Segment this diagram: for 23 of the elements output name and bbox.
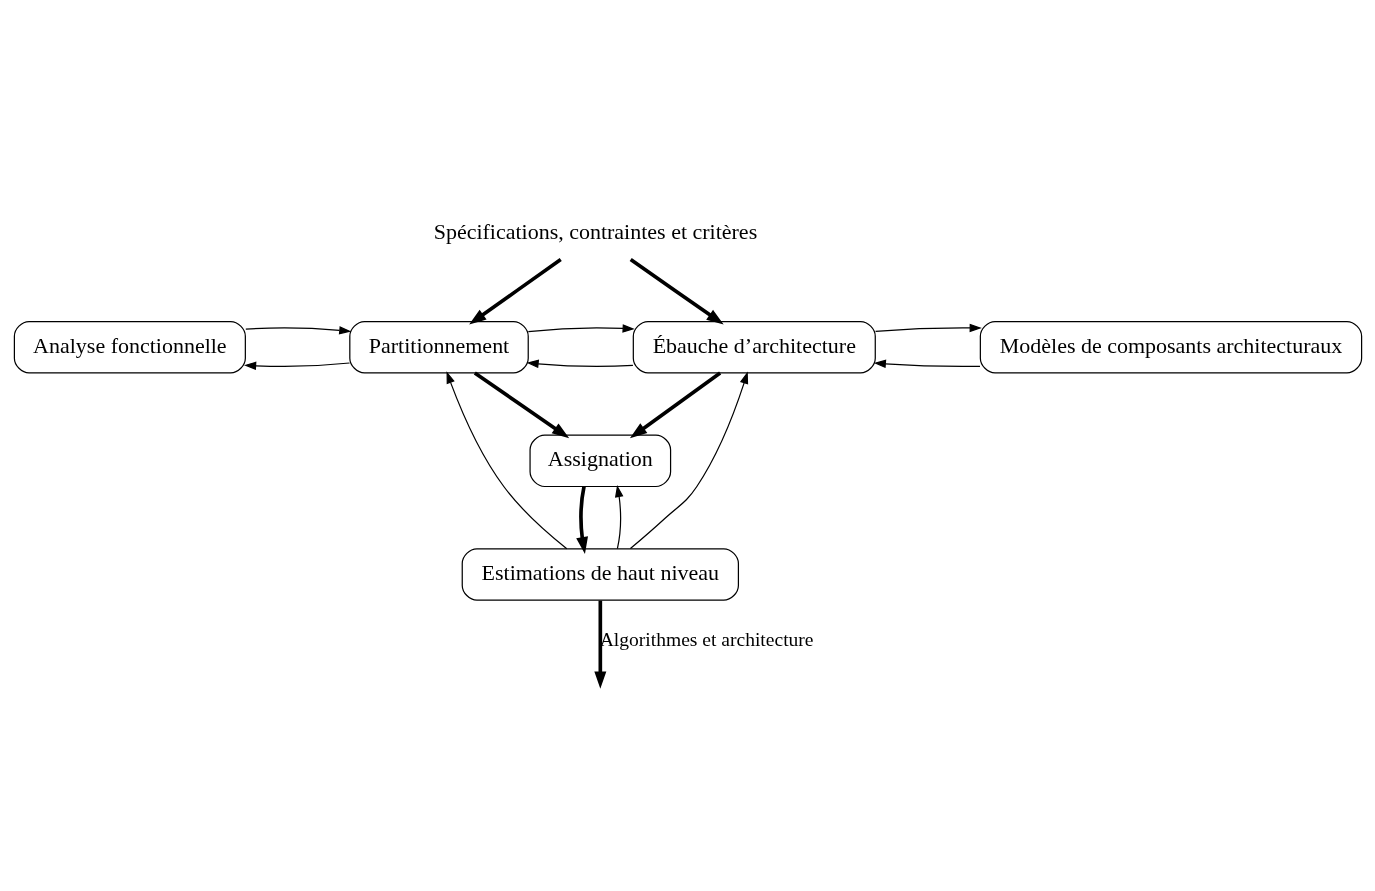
arrow [243,361,350,370]
arrow [525,359,633,368]
node-text: Spécifications, contraintes et critères [433,218,757,244]
arrow [468,257,562,325]
node-box: Estimations de haut niveau [461,547,739,601]
arrow [629,371,721,438]
arrow [629,371,748,549]
node-box: Analyse fonctionnelle [13,320,246,373]
arrow [614,484,623,549]
arrow [446,370,567,549]
node-box: Partitionnement [348,320,529,373]
node-box: Modèles de composants architecturaux [979,320,1362,373]
node-box: Assignation [528,434,671,487]
arrow [873,359,981,368]
arrow [874,323,982,332]
arrow [629,257,724,325]
arrow [575,485,588,554]
arrow [527,323,635,333]
arrow [473,371,569,438]
arrow [593,600,606,689]
arrow [244,325,351,335]
edge-label: Algorithmes et architecture [599,628,814,650]
node-box: Ébauche d’architecture [632,320,876,373]
